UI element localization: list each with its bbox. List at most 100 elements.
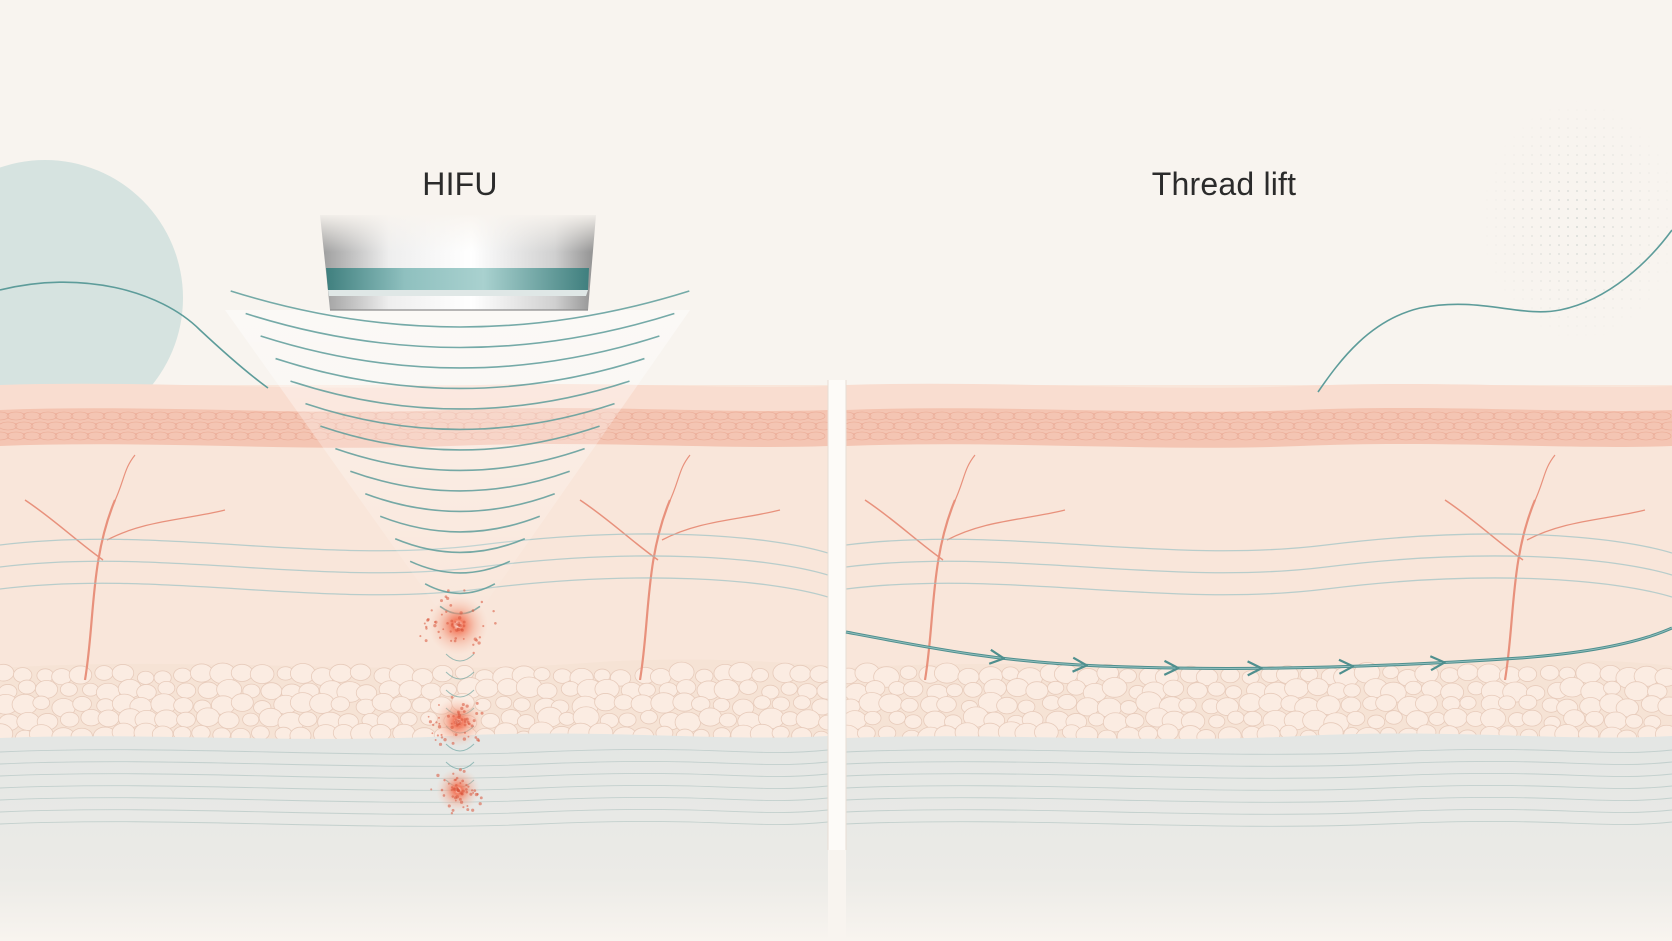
epidermis-cell bbox=[662, 411, 682, 421]
fascia-layer bbox=[846, 733, 1672, 941]
fascia-fiber bbox=[846, 796, 1672, 803]
epidermis-cell bbox=[166, 411, 186, 421]
epidermis-cell bbox=[1468, 421, 1488, 431]
wave-arc bbox=[335, 447, 585, 472]
fat-cell bbox=[1654, 667, 1672, 687]
focal-speckles bbox=[419, 589, 497, 815]
fat-cell bbox=[1156, 723, 1179, 742]
fat-cell bbox=[691, 696, 711, 712]
energy-speckle bbox=[460, 792, 464, 795]
energy-speckle bbox=[452, 787, 456, 791]
epidermis-cell bbox=[126, 421, 146, 431]
epidermis-cell bbox=[94, 421, 114, 431]
epidermis-cell bbox=[964, 411, 984, 421]
fat-cell bbox=[136, 670, 155, 685]
fat-cell bbox=[1284, 678, 1310, 699]
epidermis-cell bbox=[54, 411, 74, 421]
fat-cell bbox=[173, 697, 194, 714]
fat-cell bbox=[173, 667, 192, 683]
epidermis-cell bbox=[174, 421, 194, 431]
epidermis-cell bbox=[734, 421, 754, 431]
epidermis-cell bbox=[1044, 411, 1064, 421]
epidermis-cell bbox=[1436, 421, 1456, 431]
energy-speckle bbox=[440, 613, 443, 616]
energy-speckle bbox=[458, 768, 462, 772]
energy-speckle bbox=[428, 720, 432, 724]
epidermis-cell bbox=[1100, 421, 1120, 431]
energy-speckle bbox=[443, 778, 446, 782]
epidermis-cell bbox=[900, 411, 920, 421]
panel-divider bbox=[828, 380, 846, 850]
wave-arc bbox=[275, 357, 645, 390]
epidermis-cell bbox=[1004, 421, 1024, 431]
epidermis-cell bbox=[46, 421, 66, 431]
energy-speckle bbox=[466, 720, 470, 724]
epidermis-cell bbox=[846, 421, 864, 431]
epidermis-cell bbox=[1484, 421, 1504, 431]
epidermis-cell bbox=[222, 421, 242, 431]
energy-speckle bbox=[436, 773, 440, 778]
energy-speckle bbox=[450, 722, 453, 725]
epidermis-cell bbox=[1428, 431, 1448, 441]
epidermis-cell bbox=[678, 431, 698, 441]
epidermis-cell bbox=[1284, 431, 1304, 441]
wave-arc bbox=[305, 402, 615, 431]
fat-cell bbox=[753, 695, 771, 710]
epidermis-cell bbox=[932, 411, 952, 421]
energy-speckle bbox=[426, 618, 430, 622]
energy-speckle bbox=[446, 621, 449, 625]
fat-cell bbox=[934, 662, 961, 684]
fascia-fiber bbox=[846, 808, 1672, 815]
epidermis-cell bbox=[1140, 431, 1160, 441]
epidermis-cell bbox=[230, 431, 250, 441]
epidermis-cell bbox=[718, 421, 738, 431]
epidermis-cell bbox=[798, 421, 818, 431]
fat-cell bbox=[1382, 665, 1400, 680]
fat-cell bbox=[533, 667, 551, 682]
energy-speckle bbox=[458, 797, 462, 801]
energy-speckle bbox=[431, 732, 434, 735]
fat-cell bbox=[1476, 663, 1502, 684]
epidermis-cell bbox=[278, 431, 298, 441]
epidermis-cell bbox=[54, 431, 74, 441]
epidermis-cell bbox=[1060, 431, 1080, 441]
energy-speckle bbox=[458, 719, 461, 723]
focal-points bbox=[419, 589, 497, 815]
thread-barb bbox=[988, 648, 1006, 665]
energy-speckle bbox=[472, 791, 475, 794]
fat-cell bbox=[761, 684, 780, 700]
epidermis-cell bbox=[964, 431, 984, 441]
energy-speckle bbox=[440, 736, 444, 739]
epidermis-cell bbox=[182, 411, 202, 421]
thread-barb bbox=[1247, 660, 1263, 677]
epidermis-cell bbox=[1172, 411, 1192, 421]
energy-speckle bbox=[452, 714, 455, 718]
energy-speckle bbox=[463, 589, 466, 592]
epidermis-cell bbox=[972, 421, 992, 431]
fat-cell bbox=[197, 681, 219, 699]
epidermis-cell bbox=[1452, 421, 1472, 431]
epidermis-cell bbox=[790, 431, 810, 441]
energy-speckle bbox=[479, 796, 483, 800]
thread-barb-icon bbox=[845, 626, 1672, 677]
epidermis-cell bbox=[876, 421, 896, 431]
fat-cell bbox=[728, 662, 754, 683]
epidermis-cell bbox=[884, 431, 904, 441]
epidermis-cell bbox=[6, 431, 26, 441]
epidermis-cell bbox=[78, 421, 98, 431]
energy-speckle bbox=[450, 725, 454, 730]
epidermis-cell bbox=[1164, 421, 1184, 431]
epidermis-cell bbox=[710, 431, 730, 441]
epidermis-cell bbox=[1204, 411, 1224, 421]
fat-cell bbox=[899, 665, 918, 680]
epidermis-cell bbox=[742, 431, 762, 441]
epidermis-cell bbox=[102, 431, 122, 441]
wave-arc bbox=[409, 560, 511, 574]
energy-speckle bbox=[445, 610, 448, 613]
epidermis-cell bbox=[166, 431, 186, 441]
energy-speckle bbox=[457, 616, 462, 620]
fat-cell bbox=[329, 663, 353, 683]
epidermis-cell bbox=[1516, 421, 1536, 431]
epidermis-cell bbox=[0, 421, 18, 431]
